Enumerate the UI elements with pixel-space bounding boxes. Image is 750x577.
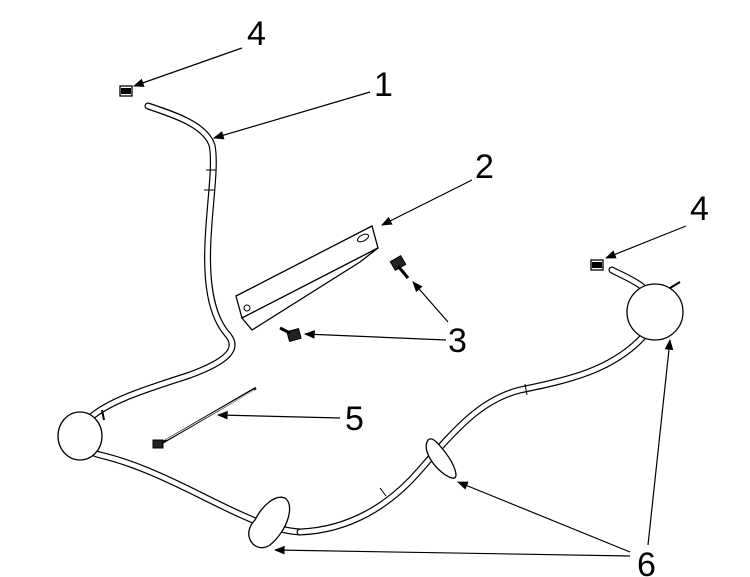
callout-6: 6 bbox=[637, 546, 656, 577]
callout-3: 3 bbox=[448, 322, 467, 360]
cap-part-4-left bbox=[119, 85, 133, 97]
callout-5: 5 bbox=[345, 400, 364, 438]
clamp-left bbox=[57, 409, 105, 461]
cable-tie-part-5 bbox=[152, 386, 257, 449]
leader-lines bbox=[132, 47, 687, 557]
clamp-right bbox=[626, 281, 684, 341]
cap-part-4-right bbox=[590, 259, 604, 271]
clamp-bottom bbox=[248, 496, 291, 549]
clamp-middle bbox=[425, 438, 457, 479]
screw-part-3-lower bbox=[279, 326, 302, 342]
callout-labels: 1 2 3 4 4 5 6 bbox=[247, 15, 709, 577]
screw-part-3-upper bbox=[389, 254, 410, 279]
hose-part-1 bbox=[77, 102, 659, 536]
callout-2: 2 bbox=[475, 148, 494, 186]
callout-1: 1 bbox=[374, 66, 393, 104]
callout-4-top: 4 bbox=[247, 15, 266, 53]
bracket-part-2 bbox=[235, 225, 379, 331]
callout-4-right: 4 bbox=[690, 190, 709, 228]
